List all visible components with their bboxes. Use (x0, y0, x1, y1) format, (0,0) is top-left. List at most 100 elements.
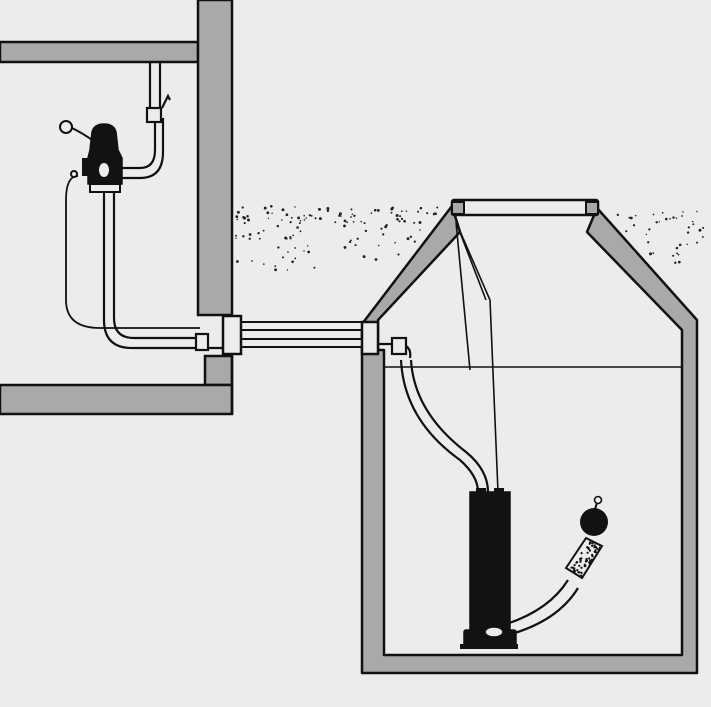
soil-dot (652, 252, 655, 254)
soil-dot (399, 215, 402, 218)
soil-dot (318, 217, 322, 221)
soil-dot (426, 212, 429, 215)
soil-dot (350, 208, 353, 211)
soil-dot (267, 217, 270, 220)
soil-dot (686, 231, 690, 234)
filter-mesh-dot (591, 554, 594, 558)
wall-sleeve-house (221, 314, 243, 356)
soil-dot (241, 206, 244, 209)
soil-dot (377, 244, 380, 247)
soil-dot (364, 229, 368, 233)
soil-dot (672, 254, 675, 257)
soil-dot (296, 226, 299, 229)
soil-dot (672, 216, 675, 219)
soil-dot (677, 253, 680, 256)
soil-dot (362, 255, 366, 259)
soil-dot (655, 221, 658, 224)
submersible-pump (460, 488, 518, 649)
soil-dot (676, 252, 678, 255)
soil-dot (314, 217, 317, 220)
house-ceiling-slab (0, 40, 200, 64)
soil-dot (385, 223, 388, 227)
filter-mesh-dot (580, 557, 583, 560)
filter-mesh-dot (598, 546, 601, 550)
soil-dot (701, 235, 704, 238)
soil-dot (413, 240, 416, 243)
supply-pipe-house (65, 62, 223, 352)
filter-mesh-dot (570, 566, 573, 569)
soil-dot (352, 221, 355, 223)
soil-dot (280, 219, 283, 221)
filter-mesh-dot (593, 544, 596, 547)
soil-dot (305, 217, 307, 219)
soil-dot (390, 211, 393, 214)
soil-dot (303, 214, 305, 217)
soil-dot (262, 229, 265, 232)
filter-mesh-dot (588, 542, 591, 545)
soil-dot (236, 210, 240, 214)
soil-dot (276, 224, 280, 228)
soil-dot (263, 206, 267, 210)
soil-dot (243, 222, 246, 225)
soil-dot (294, 206, 296, 208)
soil-dot (251, 260, 253, 262)
floating-filter (564, 536, 604, 580)
filter-mesh-dot (583, 565, 586, 568)
soil-dot (281, 256, 285, 259)
tank-lid (450, 198, 600, 217)
soil-dot (334, 221, 337, 224)
soil-dot (360, 220, 363, 223)
soil-dot (353, 214, 356, 218)
soil-dot (294, 257, 297, 260)
soil-dot (419, 229, 421, 231)
soil-dot (310, 215, 313, 217)
filter-mesh-dot (578, 564, 581, 567)
soil-dot (303, 219, 306, 221)
soil-dot (405, 210, 408, 212)
filter-mesh-dot (580, 574, 583, 577)
soil-dot (432, 213, 436, 216)
soil-dot (351, 213, 354, 215)
filter-mesh-dot (573, 567, 576, 570)
soil-dot (373, 208, 377, 212)
soil-dot (303, 250, 305, 252)
soil-dot (248, 233, 252, 236)
soil-dot (242, 216, 245, 219)
pump-cable (455, 221, 499, 493)
soil-dot (376, 209, 380, 212)
soil-dot (669, 217, 671, 220)
soil-dot (401, 210, 403, 213)
soil-dot (396, 217, 399, 221)
soil-dot (348, 240, 352, 244)
soil-dot (343, 245, 347, 249)
soil-dot (284, 236, 288, 240)
soil-dot (318, 207, 321, 211)
soil-dot (290, 216, 293, 219)
soil-dot (235, 215, 239, 219)
soil-dot (374, 258, 378, 261)
soil-dot (277, 246, 280, 249)
house-wall (196, 0, 234, 387)
filter-mesh-dot (584, 560, 588, 563)
soil-dot (417, 210, 420, 213)
filter-mesh-dot (594, 551, 597, 554)
soil-dot (661, 212, 664, 214)
soil-dot (289, 220, 292, 224)
soil-dot (400, 217, 404, 221)
soil-dot (274, 265, 277, 268)
filter-mesh-dot (596, 548, 599, 551)
soil-dot (692, 223, 695, 226)
filter-mesh-dot (591, 544, 594, 547)
soil-dot (266, 211, 270, 215)
suction-hose (499, 579, 579, 639)
filter-mesh-dot (588, 563, 592, 566)
soil-dot (289, 237, 292, 240)
filter-mesh-dot (594, 545, 597, 549)
soil-dot (652, 213, 655, 216)
soil-dot (326, 209, 330, 213)
soil-dot (370, 212, 373, 214)
soil-dot (287, 251, 289, 253)
soil-dot (297, 216, 301, 220)
soil-dot (395, 214, 399, 217)
soil-dot (617, 214, 619, 216)
